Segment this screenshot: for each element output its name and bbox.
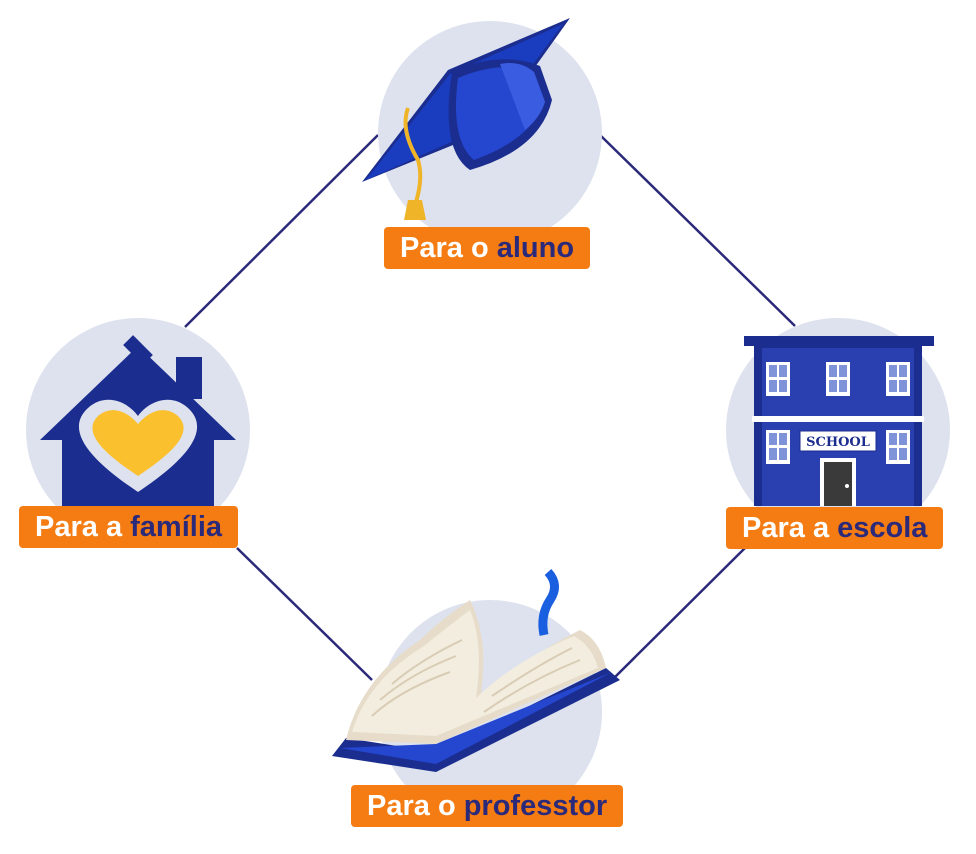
label-para-o-aluno: Para o aluno [384, 227, 591, 269]
label-familia-highlight: família [130, 511, 223, 543]
label-aluno-prefix: Para o [400, 232, 497, 264]
house-heart-icon [40, 335, 236, 506]
label-aluno-highlight: aluno [496, 232, 575, 264]
label-escola-prefix: Para a [742, 512, 838, 544]
label-para-o-professor: Para o professtor [351, 785, 624, 827]
connector-familia-professor [236, 547, 373, 681]
connector-aluno-escola [599, 134, 796, 327]
label-para-a-escola: Para a escola [726, 507, 944, 549]
school-building-icon: SCHOOL [744, 336, 934, 506]
open-book-icon [332, 568, 620, 772]
connector-lines [184, 134, 796, 681]
label-professor-highlight: professtor [463, 790, 608, 822]
label-escola-highlight: escola [837, 512, 928, 544]
connector-escola-professor [611, 547, 746, 681]
connector-aluno-familia [184, 134, 379, 328]
school-sign-text: SCHOOL [806, 435, 870, 450]
label-para-a-familia: Para a família [19, 506, 239, 548]
school-sign [799, 430, 877, 452]
label-familia-prefix: Para a [35, 511, 131, 543]
label-professor-prefix: Para o [367, 790, 464, 822]
graduation-cap-icon [362, 18, 570, 220]
